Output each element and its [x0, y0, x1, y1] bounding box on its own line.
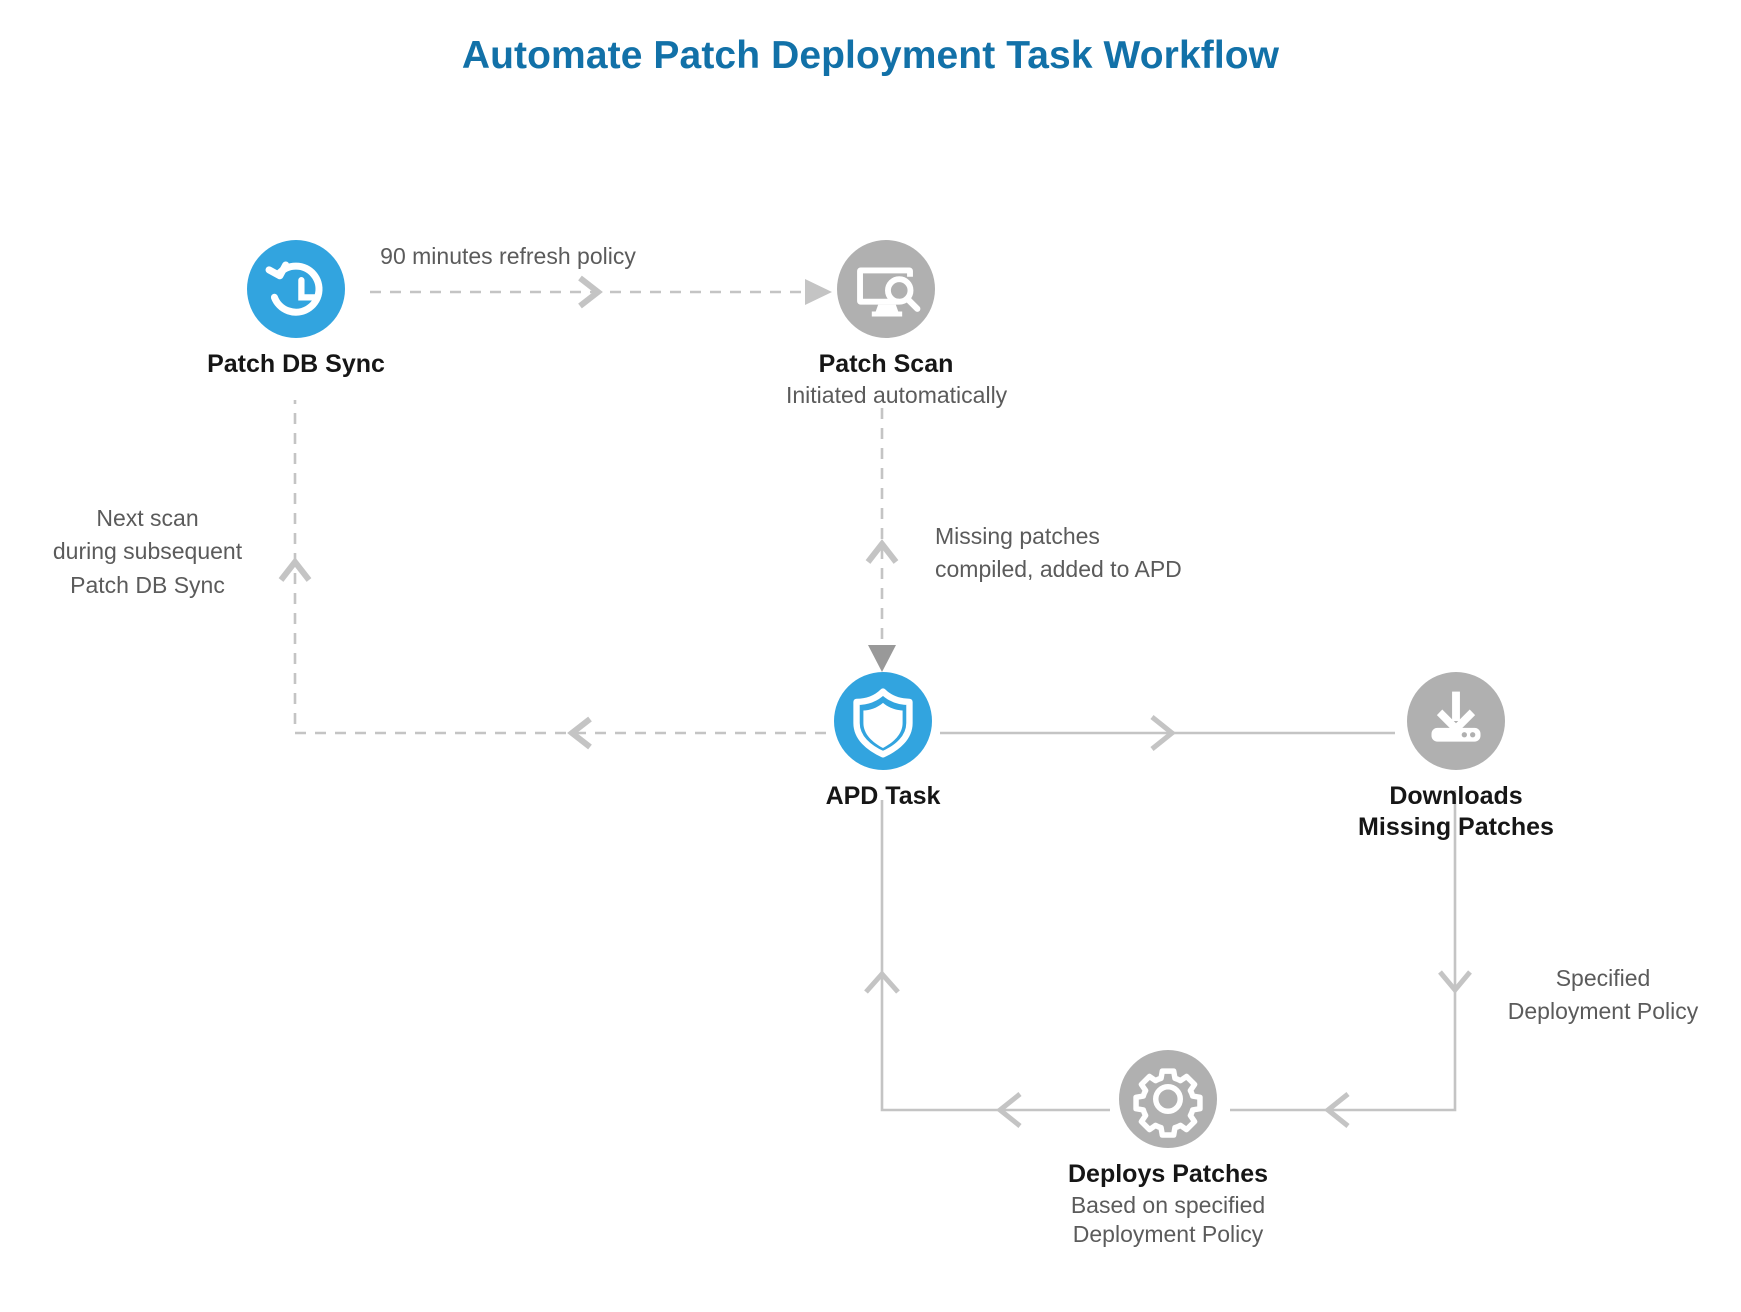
edge-deploys-to-apd-line [880, 800, 1110, 1112]
node-deploys-patches-title: Deploys Patches [1068, 1160, 1269, 1188]
edge-label-scan-to-apd-line1: Missing patches [935, 523, 1100, 549]
node-downloads-title-line1: Downloads [1389, 782, 1523, 810]
history-clock-icon [247, 240, 345, 338]
edge-label-scan-to-apd-line2: compiled, added to APD [935, 556, 1182, 583]
shield-icon [834, 672, 932, 770]
edge-label-apd-to-sync-line2: during subsequent [52, 538, 243, 565]
edge-label-apd-to-sync-line3: Patch DB Sync [70, 571, 225, 598]
node-deploys-subtitle-line2: Deployment Policy [1072, 1220, 1264, 1247]
node-patch-db-sync[interactable]: Patch DB Sync [196, 240, 396, 380]
node-apd-task[interactable]: APD Task [783, 672, 983, 812]
edge-label-downloads-to-deploys: Specified Deployment Policy [1478, 962, 1728, 1029]
edge-apd-to-downloads-chevron [1150, 715, 1177, 751]
node-apd-task-title: APD Task [825, 782, 941, 810]
node-deploys-patches-subtitle: Based on specified Deployment Policy [1068, 1191, 1268, 1250]
edge-label-downloads-to-deploys-line1: Specified [1555, 965, 1651, 991]
edge-downloads-to-deploys-line [1230, 790, 1457, 1112]
edge-deploys-to-apd-chevron-left [995, 1092, 1022, 1128]
node-downloads-missing-patches[interactable]: Downloads Missing Patches [1356, 672, 1556, 842]
edge-sync-to-scan-chevron [578, 275, 603, 309]
edge-apd-to-sync-chevron-left [567, 716, 592, 750]
node-deploys-patches[interactable]: Deploys Patches Based on specified Deplo… [1068, 1050, 1268, 1249]
node-downloads-title-line2: Missing Patches [1358, 812, 1554, 841]
download-icon [1407, 672, 1505, 770]
node-patch-scan-title: Patch Scan [818, 350, 954, 378]
node-patch-db-sync-title: Patch DB Sync [207, 350, 385, 378]
node-patch-scan-subtitle: Initiated automatically [786, 381, 1008, 408]
monitor-magnifier-icon [837, 240, 935, 338]
edge-label-downloads-to-deploys-line2: Deployment Policy [1507, 998, 1699, 1025]
edge-deploys-to-apd-chevron-up [864, 970, 900, 994]
page-title: Automate Patch Deployment Task Workflow [461, 34, 1280, 77]
edge-apd-to-sync-chevron-up [278, 557, 312, 582]
node-patch-scan[interactable]: Patch Scan Initiated automatically [786, 240, 1008, 410]
node-deploys-subtitle-line1: Based on specified [1070, 1191, 1266, 1218]
node-downloads-missing-patches-title: Downloads Missing Patches [1356, 781, 1556, 842]
edge-scan-to-apd-chevron [865, 539, 899, 564]
edge-label-apd-to-sync: Next scan during subsequent Patch DB Syn… [20, 502, 275, 602]
edge-downloads-to-deploys-chevron-left [1323, 1092, 1350, 1128]
edge-label-apd-to-sync-line1: Next scan [96, 505, 199, 531]
edge-downloads-to-deploys-chevron-down [1438, 970, 1472, 994]
edge-apd-to-sync-line [293, 400, 826, 735]
edge-sync-to-scan-arrowhead [805, 279, 832, 305]
edge-label-scan-to-apd: Missing patches compiled, added to APD [935, 520, 1182, 587]
gear-icon [1119, 1050, 1217, 1148]
edge-label-sync-to-scan: 90 minutes refresh policy [380, 243, 636, 269]
edge-scan-to-apd-arrowhead [868, 645, 896, 672]
